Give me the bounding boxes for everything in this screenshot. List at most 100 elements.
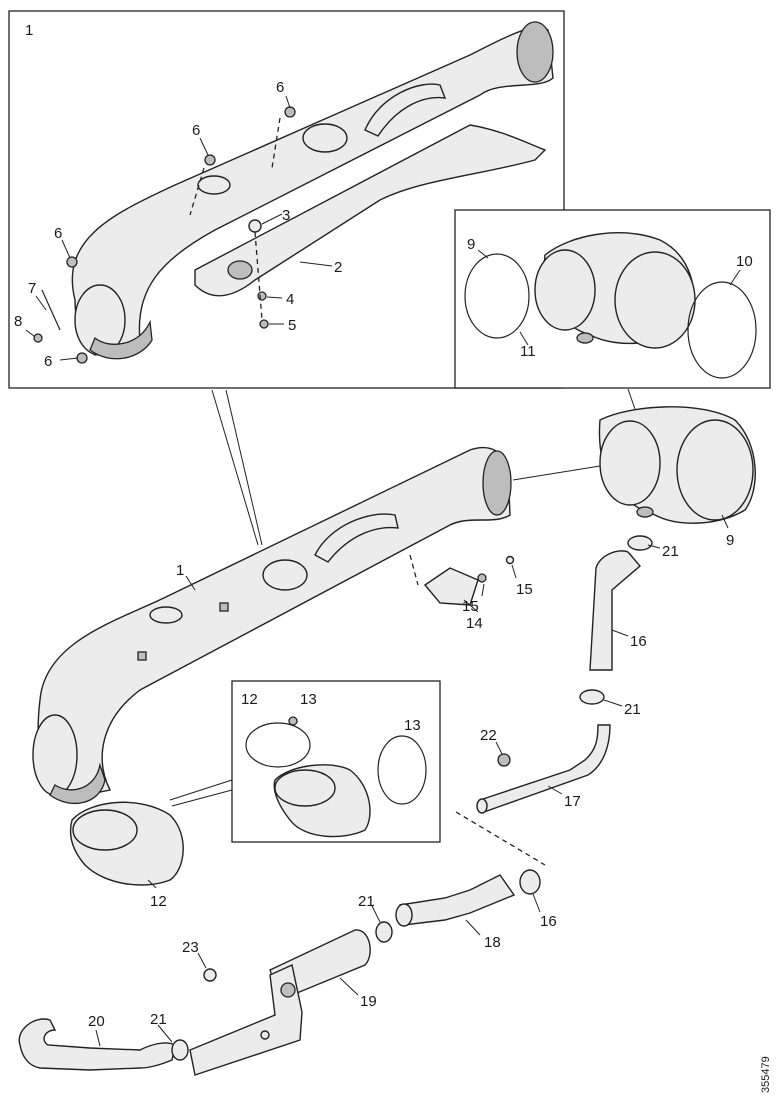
clamp-11-inset <box>464 253 530 339</box>
callout-part-6: 6 <box>276 79 284 96</box>
callout-part-22: 22 <box>480 727 497 744</box>
callout-part-15: 15 <box>516 581 533 598</box>
callout-part-2: 2 <box>334 259 342 276</box>
pipe-inlet-collar-inset <box>89 319 153 360</box>
leader-8 <box>25 329 35 337</box>
sensor-port <box>262 559 308 591</box>
inset3-pointer-b <box>171 789 233 807</box>
inset-elbow-clamp-detail: 12 13 13 <box>231 680 441 843</box>
leader-6b <box>199 137 209 156</box>
inset-pointer-c <box>627 388 637 413</box>
callout-part-4: 4 <box>286 291 294 308</box>
clip-7-inset <box>41 289 61 331</box>
washer-3-inset <box>248 219 262 233</box>
clamp-21-lower <box>375 921 393 943</box>
leader-main-21c <box>371 905 381 923</box>
bolt-6-top-inset <box>284 106 296 118</box>
callout-part-19: 19 <box>360 993 377 1010</box>
nut-5-inset <box>259 319 269 329</box>
elbow-nipple-inset <box>576 332 594 344</box>
callout-part-3: 3 <box>282 207 290 224</box>
elbow-inset-3-opening <box>274 769 336 807</box>
sensor-port-inset <box>302 123 348 153</box>
mounting-bracket <box>189 964 303 1076</box>
callout-part-1: 1 <box>176 562 184 579</box>
gasket-plate-14 <box>423 567 479 606</box>
leader-main-18 <box>465 919 481 936</box>
callout-part-14: 14 <box>466 615 483 632</box>
clamp-12-inset <box>245 722 311 768</box>
boss-port <box>149 606 183 624</box>
inset-charge-air-pipe-detail: 1 6 6 6 6 3 2 4 5 7 8 <box>8 10 565 389</box>
clamp-13-inset <box>377 735 427 805</box>
coolant-hose-16 <box>589 550 641 671</box>
leader-11-inset <box>519 331 529 346</box>
leader-main-15b <box>511 564 517 579</box>
callout-part-20: 20 <box>88 1013 105 1030</box>
pipe-window <box>314 513 399 563</box>
leader-main-21d <box>157 1024 173 1043</box>
bracket-hole <box>260 1030 270 1040</box>
elbow-opening-large-inset <box>614 251 696 349</box>
inset3-pointer-a <box>169 779 233 801</box>
hose-18 <box>399 874 516 926</box>
pipe-outlet-flange <box>482 450 512 516</box>
leader-main-19 <box>339 977 359 996</box>
pipe-17-end <box>476 798 488 814</box>
guide-dash-17 <box>455 811 546 866</box>
leader-6d <box>59 357 79 361</box>
nut-22 <box>497 753 511 767</box>
callout-part-23: 23 <box>182 939 199 956</box>
callout-part-21: 21 <box>624 701 641 718</box>
callout-part-12: 12 <box>241 691 258 708</box>
clamp-10-inset <box>687 281 757 379</box>
callout-inset1-title: 1 <box>25 22 33 39</box>
callout-part-12: 12 <box>150 893 167 910</box>
callout-part-16: 16 <box>540 913 557 930</box>
leader-main-21b <box>603 699 623 707</box>
pipe-inlet-flange <box>32 714 78 796</box>
callout-part-21: 21 <box>358 893 375 910</box>
inset-pointer-b <box>225 389 263 546</box>
callout-part-9: 9 <box>467 236 475 253</box>
callout-part-21: 21 <box>150 1011 167 1028</box>
bolt-head <box>137 651 147 661</box>
callout-part-10: 10 <box>736 253 753 270</box>
guide-line-inset-b <box>189 167 205 216</box>
callout-part-8: 8 <box>14 313 22 330</box>
leader-6c <box>61 239 71 259</box>
callout-part-6: 6 <box>44 353 52 370</box>
inset-hose-clamp-detail: 9 10 11 <box>454 209 771 389</box>
main-assembly: 12 13 13 <box>18 406 756 1076</box>
bolt-6-mid-inset <box>204 154 216 166</box>
guide-line-inset-c <box>254 231 263 321</box>
leader-10-inset <box>729 269 741 286</box>
leader-main-16 <box>611 629 629 637</box>
callout-part-16: 16 <box>630 633 647 650</box>
pipe-outlet-flange-inset <box>516 21 554 83</box>
hose-20 <box>18 1018 176 1071</box>
leader-main-12 <box>147 879 157 889</box>
leader-main-23 <box>197 952 207 969</box>
elbow-12-opening <box>72 809 138 851</box>
elbow-opening-large <box>676 419 754 521</box>
leader-main-20 <box>95 1029 101 1047</box>
bolt-6-left-inset <box>66 256 78 268</box>
callout-part-5: 5 <box>288 317 296 334</box>
callout-part-13: 13 <box>404 717 421 734</box>
pipe-window-inset <box>364 83 447 137</box>
leader-main-1 <box>185 575 196 591</box>
callout-part-21: 21 <box>662 543 679 560</box>
leader-main-16b <box>532 893 541 913</box>
leader-pipe-to-elbow <box>512 465 601 481</box>
elbow-nipple <box>636 506 654 518</box>
callout-part-15: 15 <box>462 598 479 615</box>
elbow-opening-small-inset <box>534 249 596 331</box>
callout-part-17: 17 <box>564 793 581 810</box>
hose-18-end <box>395 903 413 927</box>
leader-main-15a <box>481 583 485 597</box>
clamp-21-top <box>627 535 653 551</box>
elbow-opening-small <box>599 420 661 506</box>
clamp-21-mid <box>579 689 605 705</box>
leader-main-9 <box>721 514 729 529</box>
